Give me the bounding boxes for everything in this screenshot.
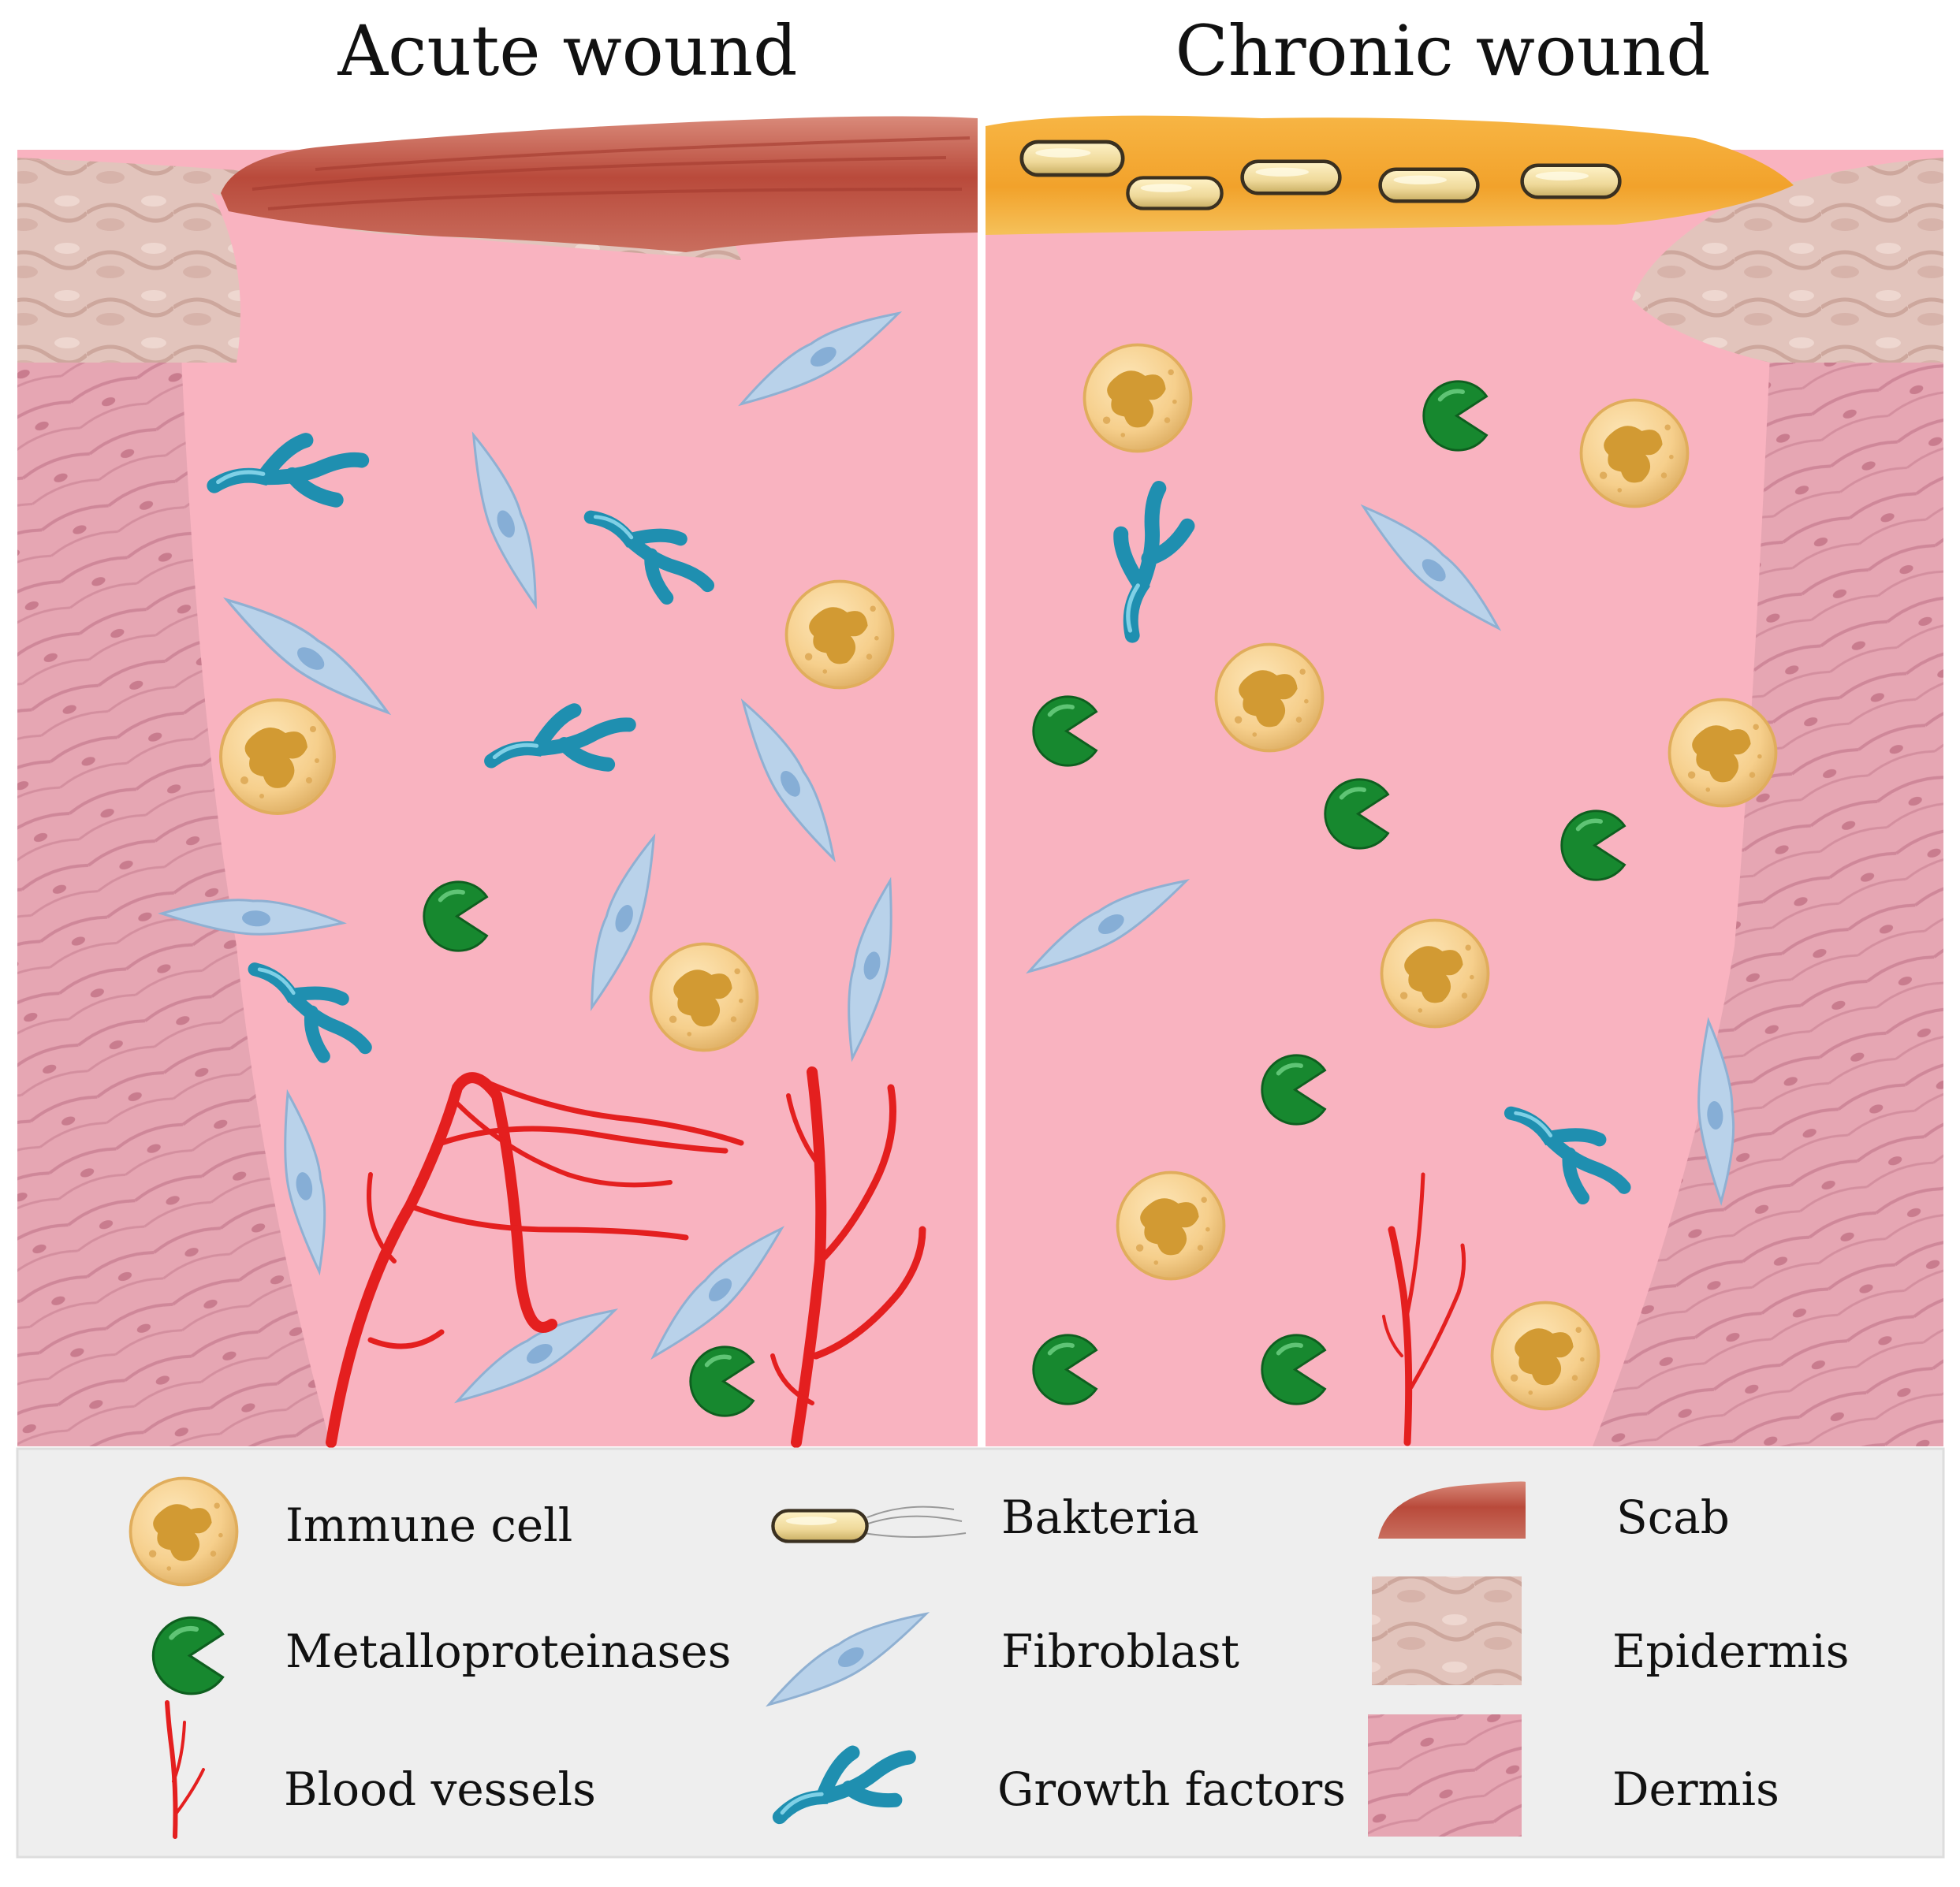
blood-vessel xyxy=(326,1072,557,1448)
acute-dermis-left xyxy=(17,355,331,1446)
legend-scab-icon xyxy=(1378,1481,1526,1539)
legend-dermis-icon xyxy=(1368,1714,1522,1837)
blood-vessel xyxy=(407,1203,689,1241)
blood-vessel xyxy=(1409,1243,1466,1390)
blood-vessel xyxy=(770,1353,814,1405)
blood-vessel xyxy=(478,1077,744,1146)
acute-blood-vessels xyxy=(326,1066,926,1448)
legend-growth-factors-label: Growth factors xyxy=(997,1762,1346,1816)
legend-box xyxy=(16,1447,1945,1859)
blood-vessel xyxy=(812,1226,926,1360)
blood-vessel xyxy=(455,1101,673,1188)
blood-vessel xyxy=(1382,1315,1403,1357)
immune-cell xyxy=(1667,698,1778,808)
immune-cell xyxy=(1490,1301,1600,1411)
legend-metalloproteinases-label: Metalloproteinases xyxy=(285,1625,731,1678)
legend-blood-vessels-label: Blood vessels xyxy=(284,1762,596,1816)
blood-vessel xyxy=(367,1329,445,1349)
bacteria-3 xyxy=(1243,162,1340,194)
immune-cell xyxy=(649,942,759,1052)
immune-cell xyxy=(1116,1171,1226,1281)
bacteria-2 xyxy=(1127,178,1221,209)
legend-epidermis-icon xyxy=(1372,1576,1522,1685)
legend-scab-label: Scab xyxy=(1616,1491,1730,1544)
chronic-epidermis xyxy=(1632,158,1943,363)
legend-blood-vessels-icon xyxy=(165,1700,205,1839)
legend: Immune cell Metalloproteinases Blood ves… xyxy=(16,1447,1945,1859)
chronic-blood-vessels xyxy=(1382,1172,1466,1446)
immune-cell xyxy=(1082,343,1193,453)
immune-cell xyxy=(1579,398,1690,508)
legend-epidermis-label: Epidermis xyxy=(1612,1625,1850,1678)
blood-vessel xyxy=(1388,1226,1413,1446)
bacteria-5 xyxy=(1522,166,1620,198)
chronic-wound-title: Chronic wound xyxy=(1175,10,1710,91)
immune-cell xyxy=(1380,918,1490,1029)
blood-vessel xyxy=(816,1084,896,1265)
immune-cell xyxy=(784,579,895,690)
legend-immune-cell-label: Immune cell xyxy=(285,1498,572,1552)
acute-scab-texture xyxy=(252,136,971,210)
legend-fibroblast-label: Fibroblast xyxy=(1001,1625,1239,1678)
blood-vessel xyxy=(438,1126,728,1154)
legend-immune-cell-icon xyxy=(129,1476,239,1587)
acute-wound-title: Acute wound xyxy=(337,10,798,91)
blood-vessel xyxy=(367,1172,397,1264)
legend-bakteria-label: Bakteria xyxy=(1001,1491,1199,1544)
legend-bakteria-icon xyxy=(773,1506,967,1542)
bacteria-4 xyxy=(1381,169,1478,202)
immune-cell xyxy=(1214,642,1325,753)
blood-vessel xyxy=(1403,1172,1425,1327)
blood-vessel xyxy=(786,1093,822,1169)
legend-dermis-label: Dermis xyxy=(1612,1762,1779,1816)
acute-scab xyxy=(221,116,978,252)
immune-cell xyxy=(219,698,336,815)
chronic-dermis-right xyxy=(1593,355,1943,1446)
acute-epidermis-side xyxy=(17,158,240,363)
